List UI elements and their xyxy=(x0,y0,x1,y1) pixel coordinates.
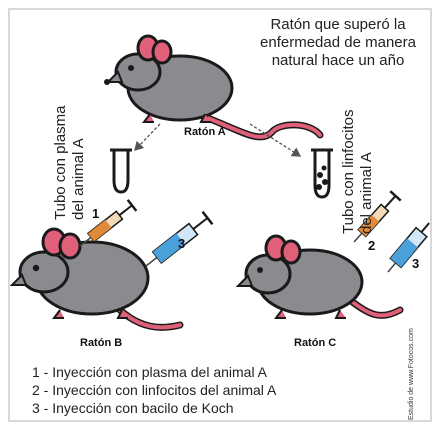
mouse-a-illustration xyxy=(104,34,324,141)
injection-number-c-3: 3 xyxy=(412,256,420,271)
arrow-to-plasma xyxy=(134,123,161,151)
mouse-a-description-line: enfermedad de manera xyxy=(260,34,416,51)
plasma-tube-label-line: del animal A xyxy=(70,138,87,220)
syringe-3-mouse-b xyxy=(145,210,214,267)
mouse-a-description-line: natural hace un año xyxy=(271,52,405,69)
lymphocyte-tube-label-line: Tubo con linfocitos xyxy=(340,109,357,234)
legend: 1 - Inyección con plasma del animal A 2 … xyxy=(32,363,276,417)
plasma-tube xyxy=(110,148,132,194)
mouse-b-illustration xyxy=(10,227,184,331)
injection-number-c-2: 2 xyxy=(368,238,376,253)
mouse-c-label: Ratón C xyxy=(294,337,337,349)
injection-number-b-1: 1 xyxy=(92,206,100,221)
mouse-b-label: Ratón B xyxy=(80,337,123,349)
legend-item: 3 - Inyección con bacilo de Koch xyxy=(32,400,234,416)
lymphocyte-tube-label: Tubo con linfocitos del animal A xyxy=(340,109,376,234)
injection-number-b-3: 3 xyxy=(178,236,186,251)
credit-text: Estudio de www.Fotocos.com xyxy=(408,328,415,420)
lymphocyte-tube-label-line: del animal A xyxy=(358,152,375,234)
lymphocyte-tube xyxy=(311,148,333,199)
diagram-frame: Ratón que superó la enfermedad de manera… xyxy=(8,8,432,422)
mouse-c-illustration xyxy=(235,234,404,319)
plasma-tube-label: Tubo con plasma del animal A xyxy=(52,105,88,220)
mouse-a-description-line: Ratón que superó la xyxy=(270,16,406,33)
syringe-2-mouse-c xyxy=(353,190,402,243)
legend-item: 1 - Inyección con plasma del animal A xyxy=(32,364,268,380)
diagram-artwork xyxy=(10,34,430,331)
legend-item: 2 - Inyección con linfocitos del animal … xyxy=(32,382,277,398)
mouse-a-label: Ratón A xyxy=(184,126,226,138)
syringe-3-mouse-c xyxy=(387,222,430,273)
mouse-a-description: Ratón que superó la enfermedad de manera… xyxy=(248,16,428,70)
syringe-1-mouse-b xyxy=(79,199,138,247)
plasma-tube-label-line: Tubo con plasma xyxy=(52,105,69,220)
